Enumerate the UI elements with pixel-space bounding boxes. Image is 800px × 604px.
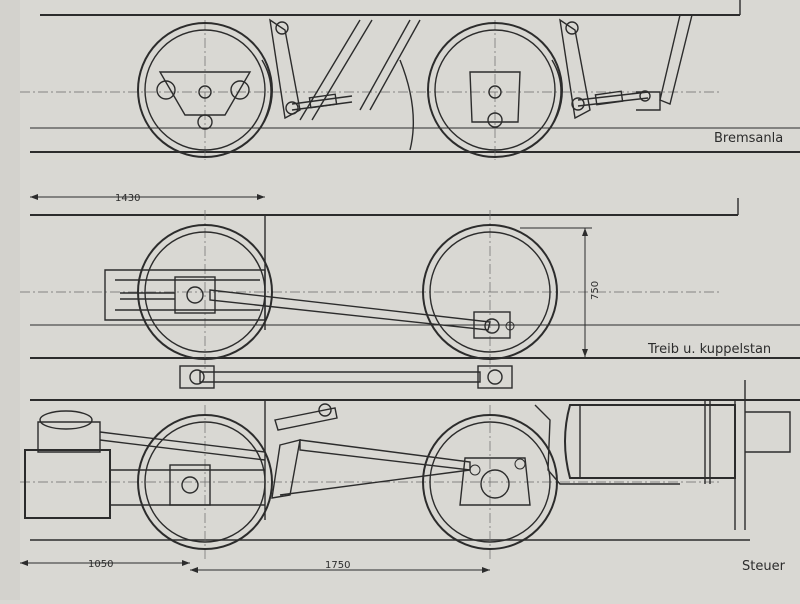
valve-wheel-right <box>422 414 558 550</box>
valve-gear-label: Steuer <box>742 559 786 574</box>
brake-wheel-left <box>137 22 273 158</box>
coupling-rod-view: 1430 <box>20 193 800 401</box>
brake-wheel-right <box>427 22 563 158</box>
valve-gear-view: 1050 1750 Steuer <box>20 380 791 574</box>
dimension-1750: 1750 <box>325 560 350 571</box>
dimension-1050: 1050 <box>88 559 113 570</box>
brake-rigging-label: Bremsanla <box>714 131 783 146</box>
dimension-1430: 1430 <box>115 193 140 204</box>
brake-rigging-view: Bremsanla <box>20 0 800 160</box>
coupling-rod-label: Treib u. kuppelstan <box>647 342 771 357</box>
coupling-rod <box>179 365 513 389</box>
drive-wheel-right <box>422 224 558 360</box>
dimension-750: 750 <box>590 281 601 300</box>
air-reservoir <box>534 380 791 530</box>
